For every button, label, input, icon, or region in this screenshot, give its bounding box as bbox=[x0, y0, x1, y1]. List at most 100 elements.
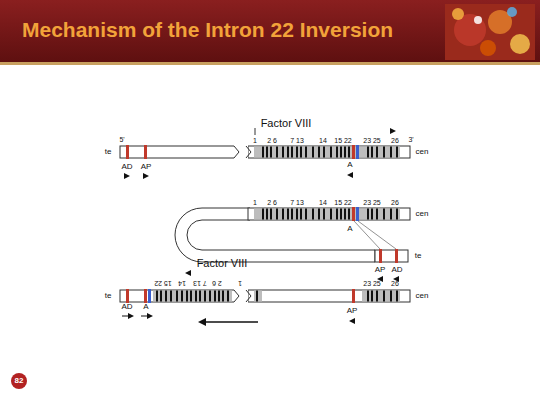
homolog-mark bbox=[352, 145, 355, 159]
chromosome-bar bbox=[120, 146, 235, 158]
exon bbox=[390, 147, 392, 158]
slide-title: Mechanism of the Intron 22 Inversion bbox=[22, 18, 393, 41]
map-label: 5' bbox=[119, 136, 124, 143]
exon-region bbox=[254, 147, 400, 158]
map-label: 2 6 bbox=[267, 199, 277, 206]
map-label: 23 25 bbox=[363, 199, 381, 206]
start-tick bbox=[255, 128, 256, 135]
exon bbox=[300, 209, 302, 220]
exon bbox=[367, 209, 369, 220]
title-rule bbox=[0, 62, 540, 65]
exon bbox=[170, 291, 172, 302]
exon bbox=[266, 209, 268, 220]
exon bbox=[256, 291, 258, 302]
break-mark bbox=[246, 290, 251, 302]
decor-cell bbox=[507, 7, 517, 17]
map-label: 15 22 bbox=[334, 199, 352, 206]
map-label: 14 bbox=[178, 280, 186, 287]
homolog-mark bbox=[148, 289, 151, 303]
map-label: 1 bbox=[253, 137, 257, 144]
map-label: AD bbox=[121, 303, 132, 311]
exon bbox=[318, 147, 320, 158]
exon bbox=[165, 291, 167, 302]
map-label: 23 25 bbox=[363, 137, 381, 144]
map-label: te bbox=[105, 292, 112, 300]
exon bbox=[390, 209, 392, 220]
homolog-mark bbox=[356, 145, 359, 159]
chromosome-bar bbox=[248, 146, 410, 158]
exon-region bbox=[362, 291, 400, 302]
exon bbox=[323, 147, 325, 158]
exon bbox=[371, 291, 373, 302]
exon bbox=[383, 291, 385, 302]
exon bbox=[330, 209, 332, 220]
exon bbox=[262, 209, 264, 220]
orientation-arrow bbox=[124, 173, 130, 179]
exon bbox=[276, 147, 278, 158]
exon bbox=[287, 147, 289, 158]
map-label: 3' bbox=[408, 136, 413, 143]
decor-cell bbox=[510, 34, 530, 54]
map-label: 7 13 bbox=[290, 199, 304, 206]
exon bbox=[396, 209, 398, 220]
chromosome-bar bbox=[248, 290, 410, 302]
orientation-arrow bbox=[143, 173, 149, 179]
exon bbox=[291, 147, 293, 158]
exon bbox=[282, 209, 284, 220]
exon bbox=[336, 147, 338, 158]
exon bbox=[195, 291, 197, 302]
exon bbox=[330, 147, 332, 158]
homolog-mark bbox=[356, 207, 359, 221]
exon bbox=[270, 209, 272, 220]
map-label: 2 6 bbox=[267, 137, 277, 144]
homolog-mark bbox=[352, 289, 355, 303]
decor-cell bbox=[480, 40, 496, 56]
homolog-mark bbox=[144, 289, 147, 303]
homolog-mark bbox=[144, 145, 147, 159]
exon bbox=[287, 209, 289, 220]
map-label: te bbox=[105, 148, 112, 156]
exon bbox=[396, 291, 398, 302]
homolog-mark bbox=[126, 145, 129, 159]
exon bbox=[318, 209, 320, 220]
map-label: 26 bbox=[391, 280, 399, 287]
gene-label: Factor VIII bbox=[197, 258, 248, 269]
exon bbox=[383, 209, 385, 220]
exon bbox=[300, 147, 302, 158]
decor-cell bbox=[474, 16, 482, 24]
slide-number: 82 bbox=[15, 377, 24, 385]
exon bbox=[336, 209, 338, 220]
chromosome-bar bbox=[248, 208, 410, 220]
homolog-mark bbox=[395, 249, 398, 263]
map-label: AD bbox=[391, 266, 402, 274]
exon bbox=[376, 209, 378, 220]
exon bbox=[270, 147, 272, 158]
exon bbox=[367, 291, 369, 302]
exon bbox=[276, 209, 278, 220]
map-label: 23 25 bbox=[363, 280, 381, 287]
map-label: 14 bbox=[319, 137, 327, 144]
exon bbox=[282, 147, 284, 158]
exon bbox=[266, 147, 268, 158]
exon bbox=[296, 209, 298, 220]
recombination-line bbox=[358, 221, 396, 249]
exon bbox=[227, 291, 229, 302]
exon bbox=[323, 209, 325, 220]
exon bbox=[367, 147, 369, 158]
map-label: 7 13 bbox=[193, 280, 207, 287]
exon bbox=[371, 147, 373, 158]
map-label: cen bbox=[416, 292, 429, 300]
map-label: 1 bbox=[238, 280, 242, 287]
exon bbox=[186, 291, 188, 302]
homolog-mark bbox=[379, 249, 382, 263]
exon-region bbox=[254, 209, 400, 220]
exon bbox=[312, 147, 314, 158]
orientation-arrow bbox=[185, 270, 191, 276]
map-label: 14 bbox=[319, 199, 327, 206]
exon bbox=[214, 291, 216, 302]
exon bbox=[344, 147, 346, 158]
exon bbox=[176, 291, 178, 302]
page-badge bbox=[11, 373, 27, 389]
exon bbox=[181, 291, 183, 302]
recombination-line bbox=[354, 221, 380, 249]
